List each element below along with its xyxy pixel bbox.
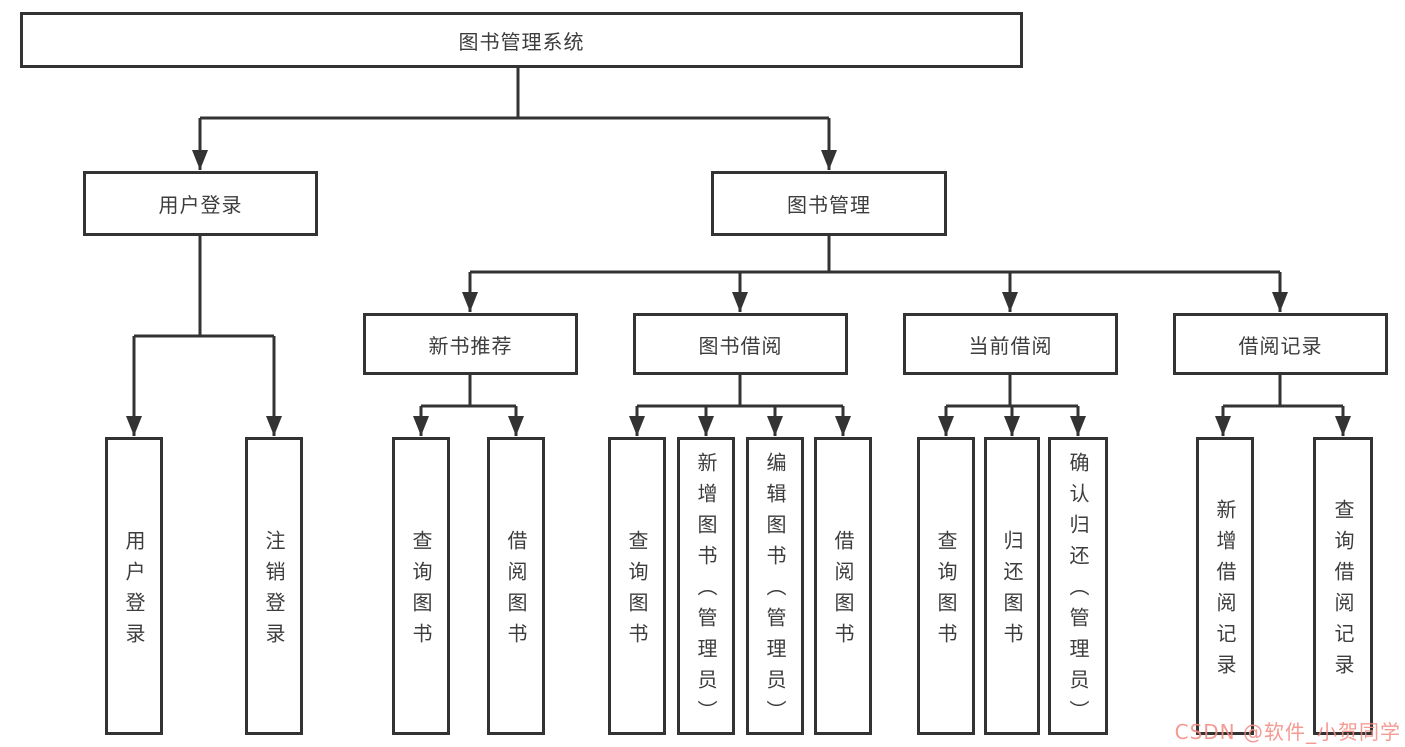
leaf-add-books-admin: 新增图书（管理员） (677, 437, 735, 735)
leaf-add-books-admin-label: 新增图书（管理员） (694, 452, 718, 731)
leaf-edit-books-admin-label: 编辑图书（管理员） (763, 452, 787, 731)
leaf-logout: 注销登录 (245, 437, 303, 735)
csdn-watermark: CSDN @软件_小贺同学 (1174, 720, 1401, 744)
node-current-borrow: 当前借阅 (903, 313, 1118, 375)
node-root-label: 图书管理系统 (458, 29, 585, 54)
node-book-management-label: 图书管理 (787, 193, 871, 217)
node-root-system: 图书管理系统 (20, 12, 1023, 68)
leaf-logout-label: 注销登录 (262, 529, 286, 654)
node-book-borrow-label: 图书借阅 (698, 333, 783, 358)
leaf-add-borrow-record: 新增借阅记录 (1196, 437, 1254, 735)
leaf-query-borrow-record-label: 查询借阅记录 (1331, 498, 1355, 685)
node-new-book-recommend-label: 新书推荐 (428, 333, 513, 358)
leaf-borrow-query-books: 查询图书 (608, 437, 666, 735)
node-current-borrow-label: 当前借阅 (968, 333, 1053, 358)
leaf-user-login: 用户登录 (105, 437, 163, 735)
leaf-add-borrow-record-label: 新增借阅记录 (1213, 498, 1237, 685)
leaf-borrow-query-books-label: 查询图书 (625, 529, 649, 654)
node-user-login-label: 用户登录 (158, 193, 243, 217)
node-user-login: 用户登录 (83, 171, 318, 236)
leaf-borrow-books-label: 借阅图书 (831, 529, 855, 654)
leaf-current-query-books-label: 查询图书 (934, 529, 958, 654)
leaf-edit-books-admin: 编辑图书（管理员） (746, 437, 804, 735)
leaf-return-books-label: 归还图书 (1000, 529, 1024, 654)
node-new-book-recommend: 新书推荐 (363, 313, 578, 375)
node-borrow-records-label: 借阅记录 (1238, 333, 1323, 358)
leaf-confirm-return-admin: 确认归还（管理员） (1048, 437, 1108, 735)
leaf-current-query-books: 查询图书 (917, 437, 975, 735)
leaf-recommend-borrow-books: 借阅图书 (487, 437, 545, 735)
leaf-query-borrow-record: 查询借阅记录 (1313, 437, 1373, 735)
leaf-return-books: 归还图书 (984, 437, 1040, 735)
leaf-confirm-return-admin-label: 确认归还（管理员） (1066, 452, 1090, 731)
leaf-recommend-query-books: 查询图书 (392, 437, 450, 735)
leaf-recommend-query-books-label: 查询图书 (409, 529, 433, 654)
leaf-borrow-books: 借阅图书 (814, 437, 872, 735)
leaf-recommend-borrow-books-label: 借阅图书 (504, 529, 528, 654)
leaf-user-login-label: 用户登录 (122, 529, 146, 654)
node-book-management: 图书管理 (711, 171, 947, 236)
node-borrow-records: 借阅记录 (1173, 313, 1388, 375)
node-book-borrow: 图书借阅 (633, 313, 848, 375)
